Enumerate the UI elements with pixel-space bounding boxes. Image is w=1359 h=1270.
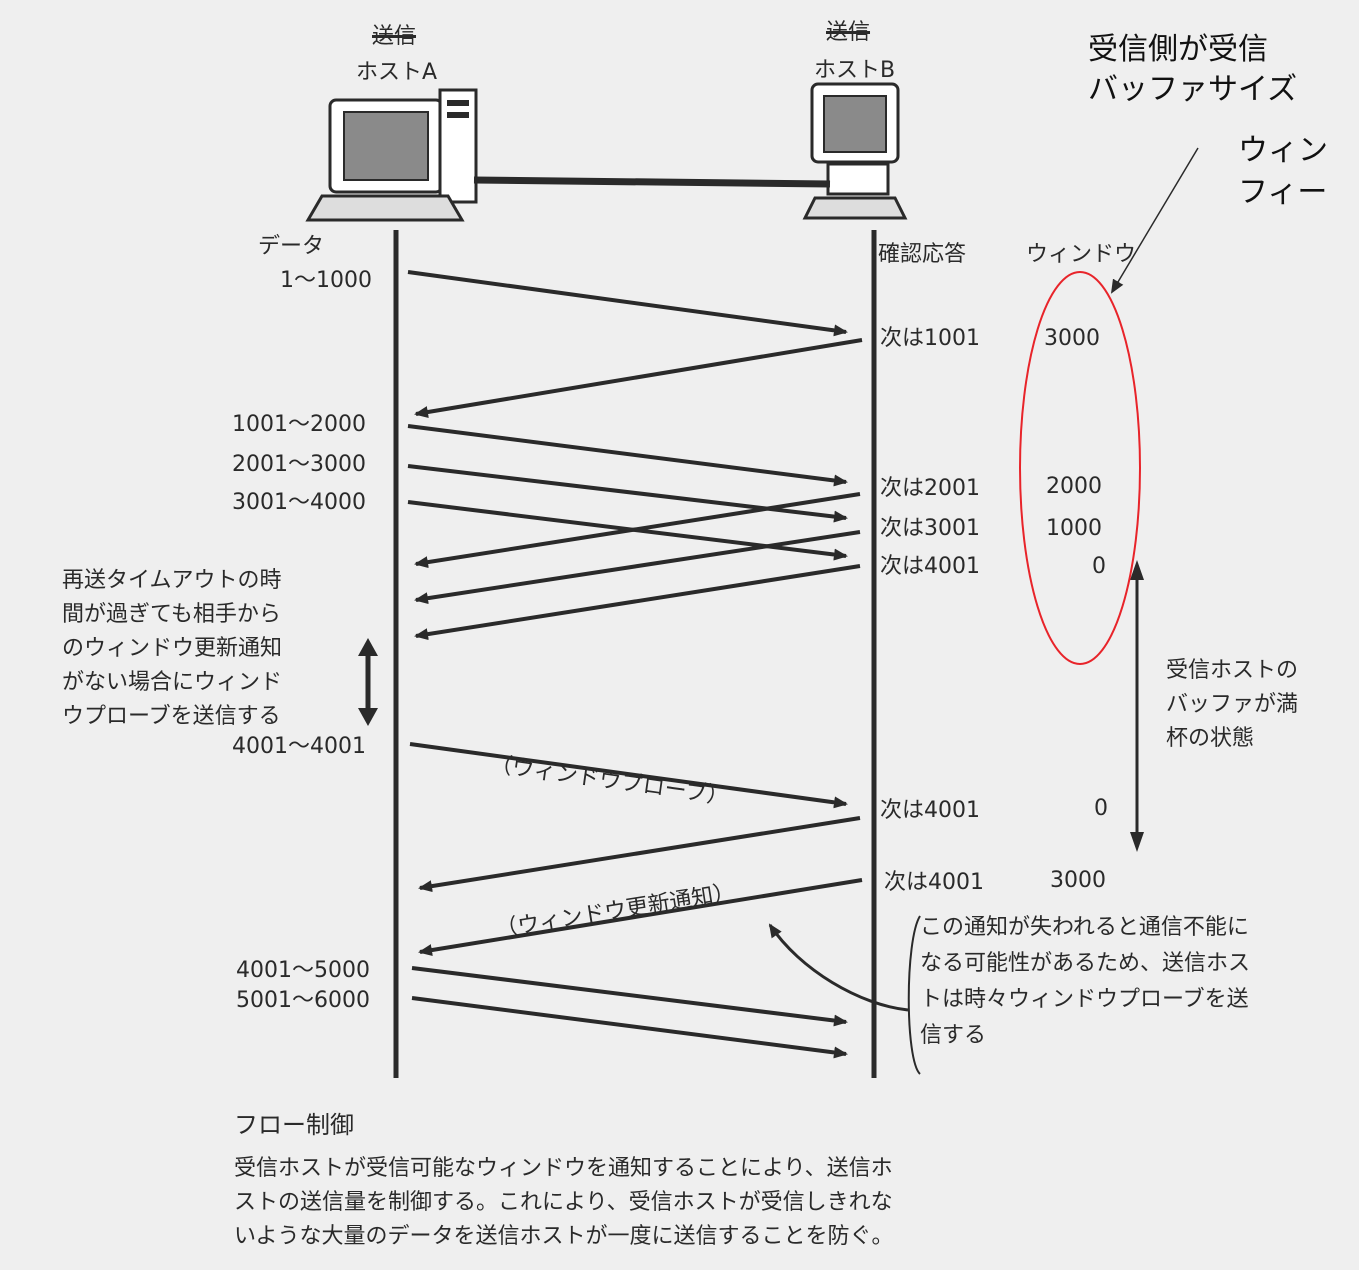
data-range: 2001〜3000	[232, 452, 366, 477]
ack-arrow	[414, 530, 861, 605]
data-arrow	[407, 424, 848, 487]
footer-line: 受信ホストが受信可能なウィンドウを通知することにより、送信ホ	[234, 1156, 893, 1181]
host-b-computer-icon	[802, 82, 908, 220]
ack-label: 次は4001	[880, 554, 980, 579]
data-range: 4001〜4001	[232, 734, 366, 759]
probe-note-line: 間が過ぎても相手から	[62, 602, 281, 627]
annotation-top: 受信側が受信 バッファサイズ	[1088, 30, 1297, 110]
host-b-role: 送信	[826, 20, 871, 45]
annotation-mid: ウィン フィー	[1238, 130, 1328, 214]
window-value: 3000	[1050, 868, 1106, 893]
window-value: 3000	[1044, 326, 1100, 351]
annotation-mid-line: ウィン	[1238, 133, 1328, 168]
annotation-top-line: バッファサイズ	[1088, 72, 1298, 107]
window-value: 2000	[1046, 474, 1102, 499]
data-range: 1001〜2000	[232, 412, 366, 437]
footer-title: フロー制御	[234, 1111, 354, 1139]
footer-body: 受信ホストが受信可能なウィンドウを通知することにより、送信ホ ストの送信量を制御…	[234, 1152, 894, 1254]
ack-header: 確認応答	[878, 242, 967, 267]
loss-note-line: なる可能性があるため、送信ホス	[920, 951, 1251, 976]
buffer-full-note: 受信ホストの バッファが満 杯の状態	[1166, 654, 1298, 756]
annotation-mid-line: フィー	[1238, 175, 1328, 210]
buffer-full-line: バッファが満	[1166, 692, 1299, 717]
buffer-full-line: 杯の状態	[1166, 726, 1255, 751]
window-header: ウィンドウ	[1026, 242, 1137, 267]
host-a-role: 送信	[372, 24, 417, 49]
curved-pointer-arrow	[768, 923, 909, 1012]
ack-label: 次は3001	[880, 516, 980, 541]
window-value: 1000	[1046, 516, 1102, 541]
ack-arrow	[414, 492, 861, 569]
probe-note-line: 再送タイムアウトの時	[62, 568, 282, 593]
host-a-computer-icon	[305, 88, 478, 222]
footer-line: ストの送信量を制御する。これにより、受信ホストが受信しきれな	[234, 1190, 893, 1215]
data-arrow	[407, 270, 848, 337]
data-arrow	[411, 966, 848, 1027]
ack-label: 次は2001	[880, 476, 980, 501]
data-range: 5001〜6000	[236, 988, 370, 1013]
annotation-top-line: 受信側が受信	[1088, 32, 1268, 67]
annotation-pointer-arrow	[1110, 147, 1199, 294]
probe-note-line: がない場合にウィンド	[62, 670, 283, 695]
loss-note-line: この通知が失われると通信不能に	[920, 915, 1249, 940]
ack-arrow	[414, 338, 863, 418]
probe-note: 再送タイムアウトの時 間が過ぎても相手から のウィンドウ更新通知 がない場合にウ…	[62, 564, 282, 734]
footer-line: いような大量のデータを送信ホストが一度に送信することを防ぐ。	[234, 1224, 894, 1249]
ack-arrow	[418, 816, 861, 893]
probe-note-line: のウィンドウ更新通知	[62, 636, 283, 661]
host-a-name: ホストA	[356, 60, 438, 85]
ack-label: 次は4001	[880, 798, 980, 823]
loss-note-line: 信する	[920, 1023, 987, 1048]
network-cable	[473, 176, 831, 188]
data-range: 4001〜5000	[236, 958, 370, 983]
data-arrow	[411, 996, 848, 1059]
loss-note: この通知が失われると通信不能に なる可能性があるため、送信ホス トは時々ウィンド…	[920, 910, 1250, 1054]
window-value: 0	[1094, 796, 1108, 821]
ack-arrow	[414, 564, 861, 641]
ack-label: 次は1001	[880, 326, 980, 351]
window-highlight-ellipse	[1019, 271, 1141, 665]
data-header: データ	[258, 234, 325, 259]
window-update-arrow	[418, 878, 863, 956]
window-probe-arrow	[409, 742, 848, 809]
probe-note-line: ウプローブを送信する	[62, 704, 281, 729]
data-range: 1〜1000	[280, 268, 372, 293]
note-bracket	[907, 915, 921, 1075]
host-b-name: ホストB	[814, 58, 896, 83]
loss-note-line: トは時々ウィンドウプローブを送	[920, 987, 1249, 1012]
window-value: 0	[1092, 554, 1106, 579]
data-range: 3001〜4000	[232, 490, 366, 515]
buffer-full-line: 受信ホストの	[1166, 658, 1299, 683]
ack-label: 次は4001	[884, 870, 984, 895]
